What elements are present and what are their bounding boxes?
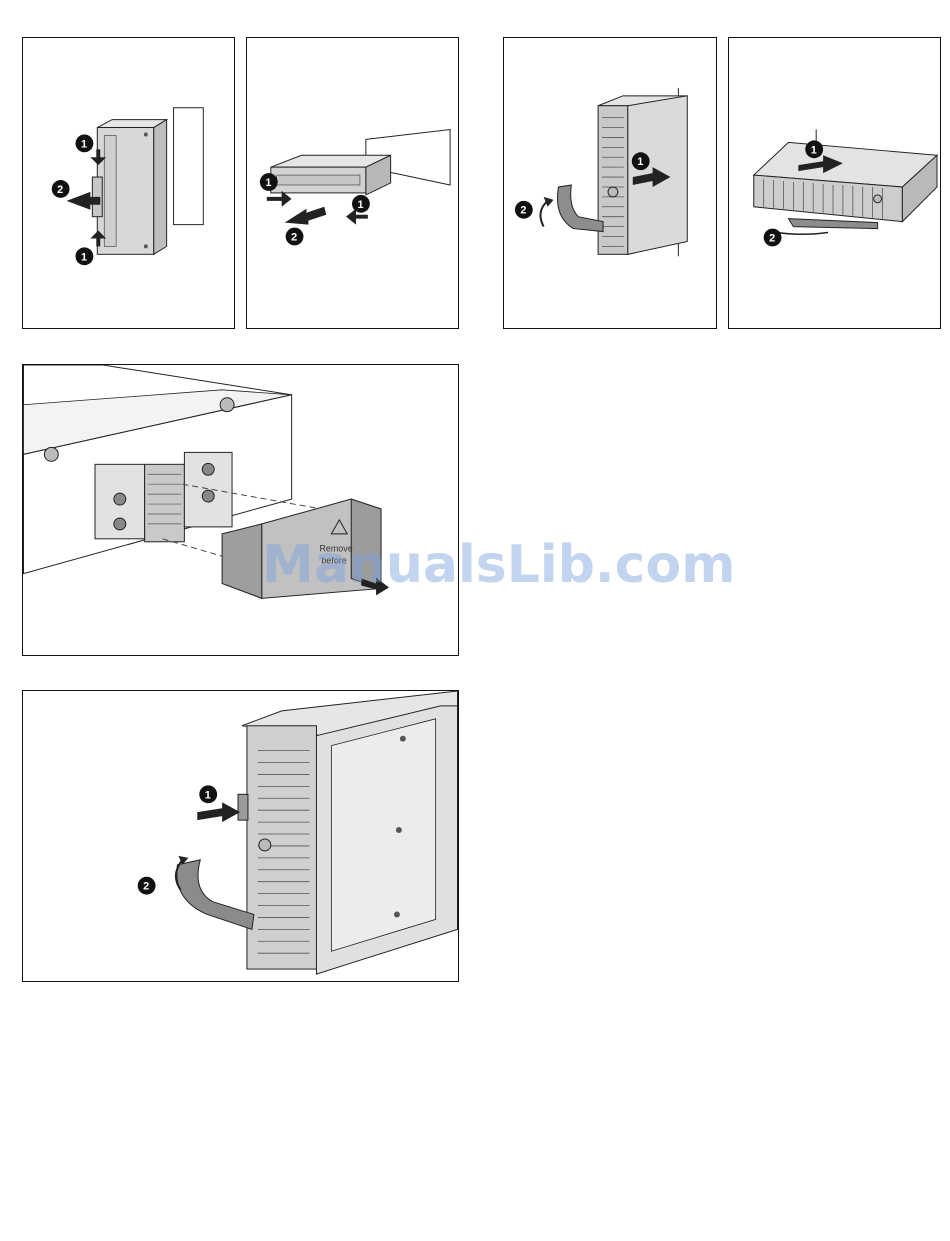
callout-1-top: 1 [76,134,94,152]
callout-1: 1 [805,140,823,158]
illustration-close-blade-handle: 1 2 [23,691,458,981]
svg-text:1: 1 [205,789,211,801]
callout-2: 2 [138,877,156,895]
svg-text:1: 1 [81,138,87,150]
illustration-remove-blank-vertical: 1 2 1 [23,38,234,328]
svg-text:2: 2 [57,184,63,196]
svg-text:1: 1 [811,144,817,156]
figure-remove-connector-cover: Remove before [22,364,459,656]
svg-text:2: 2 [291,231,297,243]
callout-1-right: 1 [352,195,370,213]
figure-remove-blank-vertical: 1 2 1 [22,37,235,329]
callout-2: 2 [286,228,304,246]
svg-text:1: 1 [637,156,643,168]
callout-2: 2 [764,229,782,247]
figure-close-blade-handle: 1 2 [22,690,459,982]
callout-1-bottom: 1 [76,247,94,265]
watermark: ManualsLib.com [262,535,735,595]
svg-text:2: 2 [520,205,526,217]
svg-text:1: 1 [81,251,87,263]
callout-2: 2 [515,201,533,219]
illustration-insert-blade-vertical: 1 2 [504,38,716,328]
callout-1-left: 1 [260,173,278,191]
svg-text:2: 2 [143,881,149,893]
svg-text:1: 1 [357,199,363,211]
svg-text:1: 1 [265,177,271,189]
figure-insert-blade-horizontal: 1 2 [728,37,941,329]
svg-text:2: 2 [769,232,775,244]
illustration-remove-connector-cover: Remove before [23,365,458,655]
callout-1: 1 [632,152,650,170]
illustration-remove-blank-horizontal: 1 2 1 [247,38,458,328]
illustration-insert-blade-horizontal: 1 2 [729,38,940,328]
figure-remove-blank-horizontal: 1 2 1 [246,37,459,329]
callout-2: 2 [52,180,70,198]
callout-1: 1 [199,785,217,803]
figure-insert-blade-vertical: 1 2 [503,37,717,329]
